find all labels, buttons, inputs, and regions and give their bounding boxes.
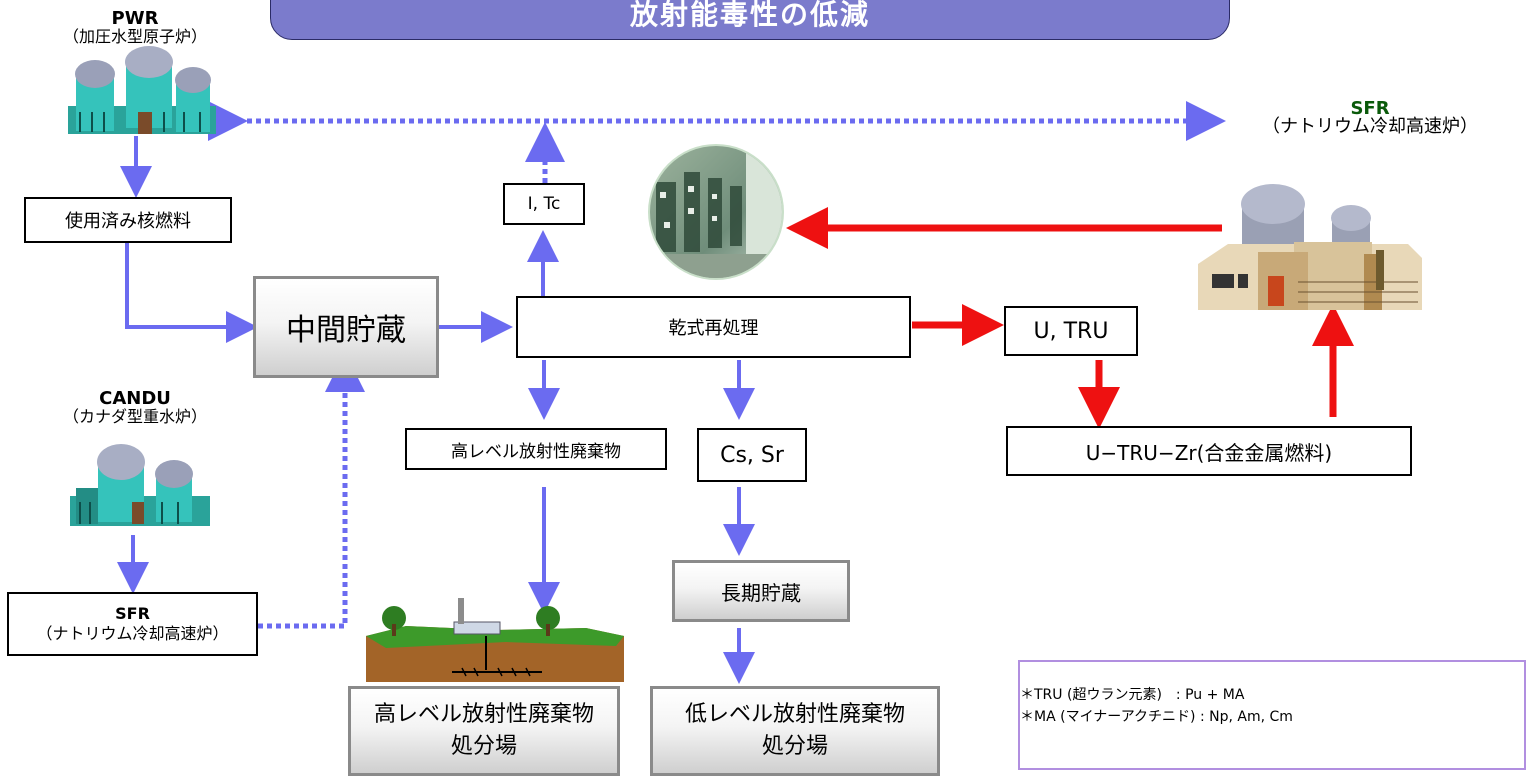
spent-fuel-box: 使用済み核燃料 — [24, 197, 232, 243]
candu-name: CANDU — [99, 388, 171, 409]
u-tru-label: U, TRU — [1033, 318, 1109, 344]
i-tc-box: I, Tc — [503, 183, 585, 225]
pyroprocessing-box: 乾式再処理 — [516, 296, 911, 358]
llw-disposal-line2: 処分場 — [761, 734, 828, 759]
spent-fuel-label: 使用済み核燃料 — [65, 211, 191, 232]
interim-storage-label: 中間貯蔵 — [286, 313, 406, 348]
sfr-right-label: SFR （ナトリウム冷却高速炉） — [1240, 100, 1500, 136]
candu-label: CANDU （カナダ型重水炉） — [40, 390, 230, 426]
pwr-plant-icon — [68, 46, 216, 134]
arrow-spent-fuel-to-storage — [125, 243, 258, 343]
llw-disposal-line1: 低レベル放射性廃棄物 — [684, 702, 905, 727]
hlw-disposal-box: 高レベル放射性廃棄物 処分場 — [348, 686, 620, 776]
sfr-left-name: SFR — [115, 604, 150, 623]
candu-plant-icon — [70, 444, 210, 526]
hlw-box: 高レベル放射性廃棄物 — [405, 428, 667, 470]
sfr-left-desc: （ナトリウム冷却高速炉） — [36, 624, 229, 643]
u-tru-zr-label: U−TRU−Zr(合金金属燃料) — [1085, 440, 1333, 465]
u-tru-zr-box: U−TRU−Zr(合金金属燃料) — [1006, 426, 1412, 476]
pyroprocessing-label: 乾式再処理 — [668, 318, 759, 339]
i-tc-label: I, Tc — [527, 194, 561, 214]
pwr-name: PWR — [111, 8, 159, 29]
sfr-right-name: SFR — [1350, 98, 1390, 119]
sfr-plant-icon — [1198, 184, 1422, 310]
notes-box: ＊TRU (超ウラン元素) : Pu + MA ＊MA (マイナーアクチニド) … — [1018, 660, 1526, 770]
cs-sr-label: Cs, Sr — [720, 442, 784, 468]
page-title: 放射能毒性の低減 — [629, 0, 870, 31]
long-term-storage-label: 長期貯蔵 — [721, 580, 801, 605]
note-tru: ＊TRU (超ウラン元素) : Pu + MA — [1020, 687, 1245, 703]
arrow-sfr-left-to-storage — [258, 352, 365, 629]
pwr-desc: （加圧水型原子炉） — [62, 27, 207, 46]
cs-sr-box: Cs, Sr — [697, 428, 807, 482]
sfr-left-box: SFR （ナトリウム冷却高速炉） — [7, 592, 258, 656]
hlw-label: 高レベル放射性廃棄物 — [451, 441, 621, 462]
disposal-site-illustration — [366, 598, 624, 682]
pyroprocessing-facility-photo — [648, 144, 784, 280]
sfr-right-desc: （ナトリウム冷却高速炉） — [1262, 116, 1478, 137]
u-tru-box: U, TRU — [1004, 306, 1138, 356]
candu-desc: （カナダ型重水炉） — [62, 407, 207, 426]
note-ma: ＊MA (マイナーアクチニド) : Np, Am, Cm — [1020, 709, 1293, 725]
title-banner: 放射能毒性の低減 — [270, 0, 1230, 40]
interim-storage-box: 中間貯蔵 — [253, 276, 439, 378]
long-term-storage-box: 長期貯蔵 — [672, 560, 850, 622]
hlw-disposal-line2: 処分場 — [450, 734, 517, 759]
llw-disposal-box: 低レベル放射性廃棄物 処分場 — [650, 686, 940, 776]
pwr-label: PWR （加圧水型原子炉） — [28, 10, 242, 46]
hlw-disposal-line1: 高レベル放射性廃棄物 — [373, 702, 594, 727]
